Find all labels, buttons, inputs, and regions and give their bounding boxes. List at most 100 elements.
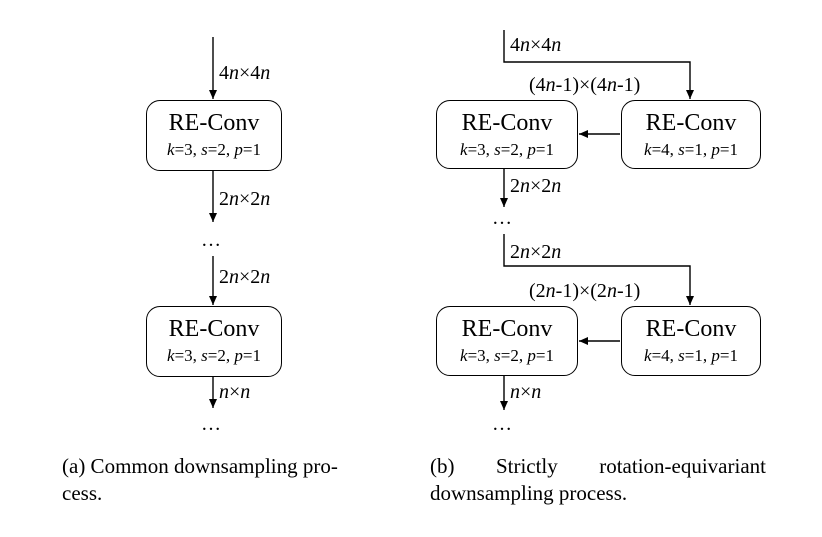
param-k: k xyxy=(460,140,468,159)
b-pad-label-part: -1) xyxy=(616,280,641,302)
param-p-value: 1 xyxy=(545,140,554,159)
param-eq: = xyxy=(535,346,546,365)
param-p-value: 1 xyxy=(545,346,554,365)
b-size-n: n xyxy=(551,241,562,263)
b-right-block-1-params: k=4, s=1, p=1 xyxy=(622,140,760,160)
b-caption: (b) Strictly rotation-equivariant downsa… xyxy=(430,453,766,507)
param-p-value: 1 xyxy=(252,346,261,365)
param-k: k xyxy=(644,346,652,365)
param-k: k xyxy=(460,346,468,365)
param-s-value: 2 xyxy=(217,346,226,365)
b-right-block-1: RE-Conv k=4, s=1, p=1 xyxy=(621,100,761,169)
param-k: k xyxy=(167,140,175,159)
b-size-n: n xyxy=(551,34,562,56)
param-eq: = xyxy=(174,346,185,365)
b-size-label-part: ×4 xyxy=(530,34,552,56)
b-padded-size-label-2: (2n-1)×(2n-1) xyxy=(529,280,640,302)
param-k-value: 3 xyxy=(184,140,193,159)
b-out-size-n: n xyxy=(531,381,542,403)
arrow-b-input-1 xyxy=(503,30,694,99)
param-k: k xyxy=(167,346,175,365)
b-size-label-part: 2 xyxy=(510,175,520,197)
b-size-label-part: ×2 xyxy=(530,241,552,263)
param-p-value: 1 xyxy=(252,140,261,159)
param-k-value: 3 xyxy=(477,346,486,365)
a-mid-size-n: n xyxy=(260,188,271,210)
b-input-size-label-1: 4n×4n xyxy=(510,34,561,56)
b-left-block-2-params: k=3, s=2, p=1 xyxy=(437,346,577,366)
a-caption-line-1: (a) Common downsampling pro- xyxy=(62,454,338,478)
param-sep: , xyxy=(225,346,235,365)
param-s: s xyxy=(494,346,501,365)
b-caption-line-1: (b) Strictly rotation-equivariant xyxy=(430,453,766,480)
a-mid-size-label-part: 2 xyxy=(219,188,229,210)
a-mid-size-label-part: 2 xyxy=(219,266,229,288)
param-s: s xyxy=(201,140,208,159)
b-output-size-label-2: n×n xyxy=(510,381,541,403)
b-out-size-label-part: × xyxy=(520,381,532,403)
a-caption-line-2: cess. xyxy=(62,481,103,505)
b-right-block-2: RE-Conv k=4, s=1, p=1 xyxy=(621,306,761,376)
a-caption: (a) Common downsampling pro- cess. xyxy=(62,453,402,507)
b-size-n: n xyxy=(520,34,530,56)
param-eq: = xyxy=(535,140,546,159)
b-pad-n: n xyxy=(606,74,617,96)
a-mid-size-n: n xyxy=(229,266,239,288)
param-sep: , xyxy=(518,346,528,365)
param-p-value: 1 xyxy=(729,346,738,365)
b-pad-label-part: -1) xyxy=(616,74,641,96)
b-pad-label-part: -1)×(2 xyxy=(555,280,607,302)
a-input-size-n: n xyxy=(260,62,271,84)
param-eq: = xyxy=(207,140,218,159)
b-caption-word-1: (b) xyxy=(430,454,455,478)
a-block-2: RE-Conv k=3, s=2, p=1 xyxy=(146,306,282,377)
param-sep: , xyxy=(669,346,679,365)
b-right-block-1-title: RE-Conv xyxy=(645,110,737,136)
param-p: p xyxy=(711,346,720,365)
arrow-b-input-2 xyxy=(503,234,694,305)
b-size-label-part: 2 xyxy=(510,241,520,263)
b-pad-label-part: (2 xyxy=(529,280,546,302)
b-right-block-2-title: RE-Conv xyxy=(645,316,737,342)
param-eq: = xyxy=(500,346,511,365)
b-ellipsis-2: … xyxy=(492,413,514,435)
param-s: s xyxy=(201,346,208,365)
param-sep: , xyxy=(192,346,202,365)
b-input-size-label-2: 2n×2n xyxy=(510,241,561,263)
param-eq: = xyxy=(242,346,253,365)
param-p: p xyxy=(527,140,536,159)
param-eq: = xyxy=(651,140,662,159)
a-mid-size-n: n xyxy=(260,266,271,288)
b-pad-n: n xyxy=(545,74,556,96)
a-mid-size-n: n xyxy=(229,188,239,210)
param-k: k xyxy=(644,140,652,159)
param-eq: = xyxy=(684,140,695,159)
b-size-label-part: ×2 xyxy=(530,175,552,197)
b-size-n: n xyxy=(520,241,530,263)
a-mid-size-label-part: ×2 xyxy=(239,188,261,210)
param-sep: , xyxy=(669,140,679,159)
param-sep: , xyxy=(485,140,495,159)
param-s: s xyxy=(494,140,501,159)
param-p-value: 1 xyxy=(729,140,738,159)
b-left-block-1-params: k=3, s=2, p=1 xyxy=(437,140,577,160)
b-left-block-1: RE-Conv k=3, s=2, p=1 xyxy=(436,100,578,169)
param-k-value: 4 xyxy=(661,346,670,365)
b-caption-word-2: Strictly xyxy=(495,454,558,478)
b-pad-label-part: (4 xyxy=(529,74,546,96)
b-pad-label-part: -1)×(4 xyxy=(555,74,607,96)
param-sep: , xyxy=(485,346,495,365)
param-eq: = xyxy=(684,346,695,365)
a-out-size-label-part: × xyxy=(229,381,241,403)
b-size-n: n xyxy=(520,175,530,197)
b-out-size-n: n xyxy=(510,381,520,403)
param-s-value: 2 xyxy=(217,140,226,159)
param-k-value: 3 xyxy=(184,346,193,365)
a-out-size-n: n xyxy=(219,381,229,403)
b-left-block-1-title: RE-Conv xyxy=(461,110,553,136)
param-s: s xyxy=(678,346,685,365)
a-input-size-label-part: 4 xyxy=(219,62,229,84)
a-input-size-n: n xyxy=(229,62,239,84)
param-p: p xyxy=(527,346,536,365)
